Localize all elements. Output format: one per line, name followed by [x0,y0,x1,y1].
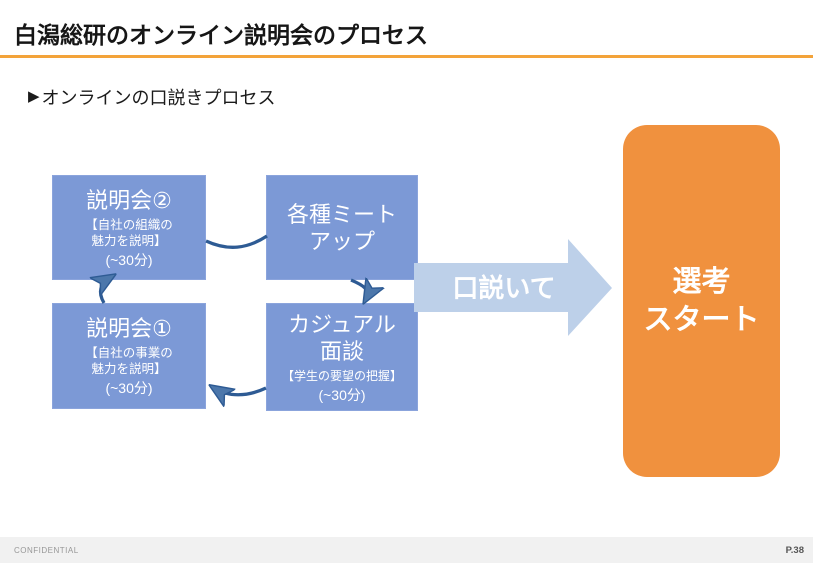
process-box-title: 説明会① [86,316,172,341]
goal-box-selection-start: 選考 スタート [623,125,780,477]
process-box-subtext: 【自社の事業の 魅力を説明】 [85,345,173,377]
process-box-subtext-line: 魅力を説明】 [91,362,167,376]
process-box-title: 面談 [319,338,364,364]
process-box-title: 各種ミート [286,201,397,227]
process-box-title: カジュアル [288,311,396,337]
triangle-bullet-icon: ▶ [28,88,40,105]
confidential-label: CONFIDENTIAL [14,545,79,555]
page-number: P.38 [785,544,804,556]
process-box-title: アップ [308,228,375,254]
process-box-seminar2: 説明会② 【自社の組織の 魅力を説明】 (~30分) [52,175,206,280]
goal-label-line: 選考 [672,266,731,298]
process-box-duration: (~30分) [318,386,366,403]
process-box-subtext: 【学生の要望の把握】 [281,368,402,383]
process-box-seminar1: 説明会① 【自社の事業の 魅力を説明】 (~30分) [52,303,206,409]
process-box-subtext-line: 魅力を説明】 [91,233,167,248]
process-box-meetup: 各種ミート アップ [266,175,418,280]
process-box-subtext-line: 【自社の事業の [85,346,173,360]
goal-label-line: スタート [643,304,760,336]
cycle-arrow-right [350,280,368,299]
cycle-arrow-bottom [214,388,267,395]
section-heading-label: オンラインの口説きプロセス [41,88,276,108]
cycle-arrow-left [100,277,111,304]
slide-footer: CONFIDENTIAL P.38 [0,537,813,563]
cycle-arc-top [205,234,268,249]
process-box-casual-interview: カジュアル 面談 【学生の要望の把握】 (~30分) [266,303,418,411]
big-arrow-label: 口説いて [452,272,556,303]
process-box-duration: (~30分) [105,251,153,268]
process-box-subtext: 【自社の組織の 魅力を説明】 [85,217,173,249]
process-box-title: 説明会② [86,187,172,213]
title-underline-rule [0,55,813,58]
process-box-duration: (~30分) [105,380,153,396]
process-box-subtext-line: 【自社の組織の [85,217,173,232]
page-title: 白潟総研のオンライン説明会のプロセス [14,22,428,48]
section-heading: ▶ オンラインの口説きプロセス [28,84,276,110]
